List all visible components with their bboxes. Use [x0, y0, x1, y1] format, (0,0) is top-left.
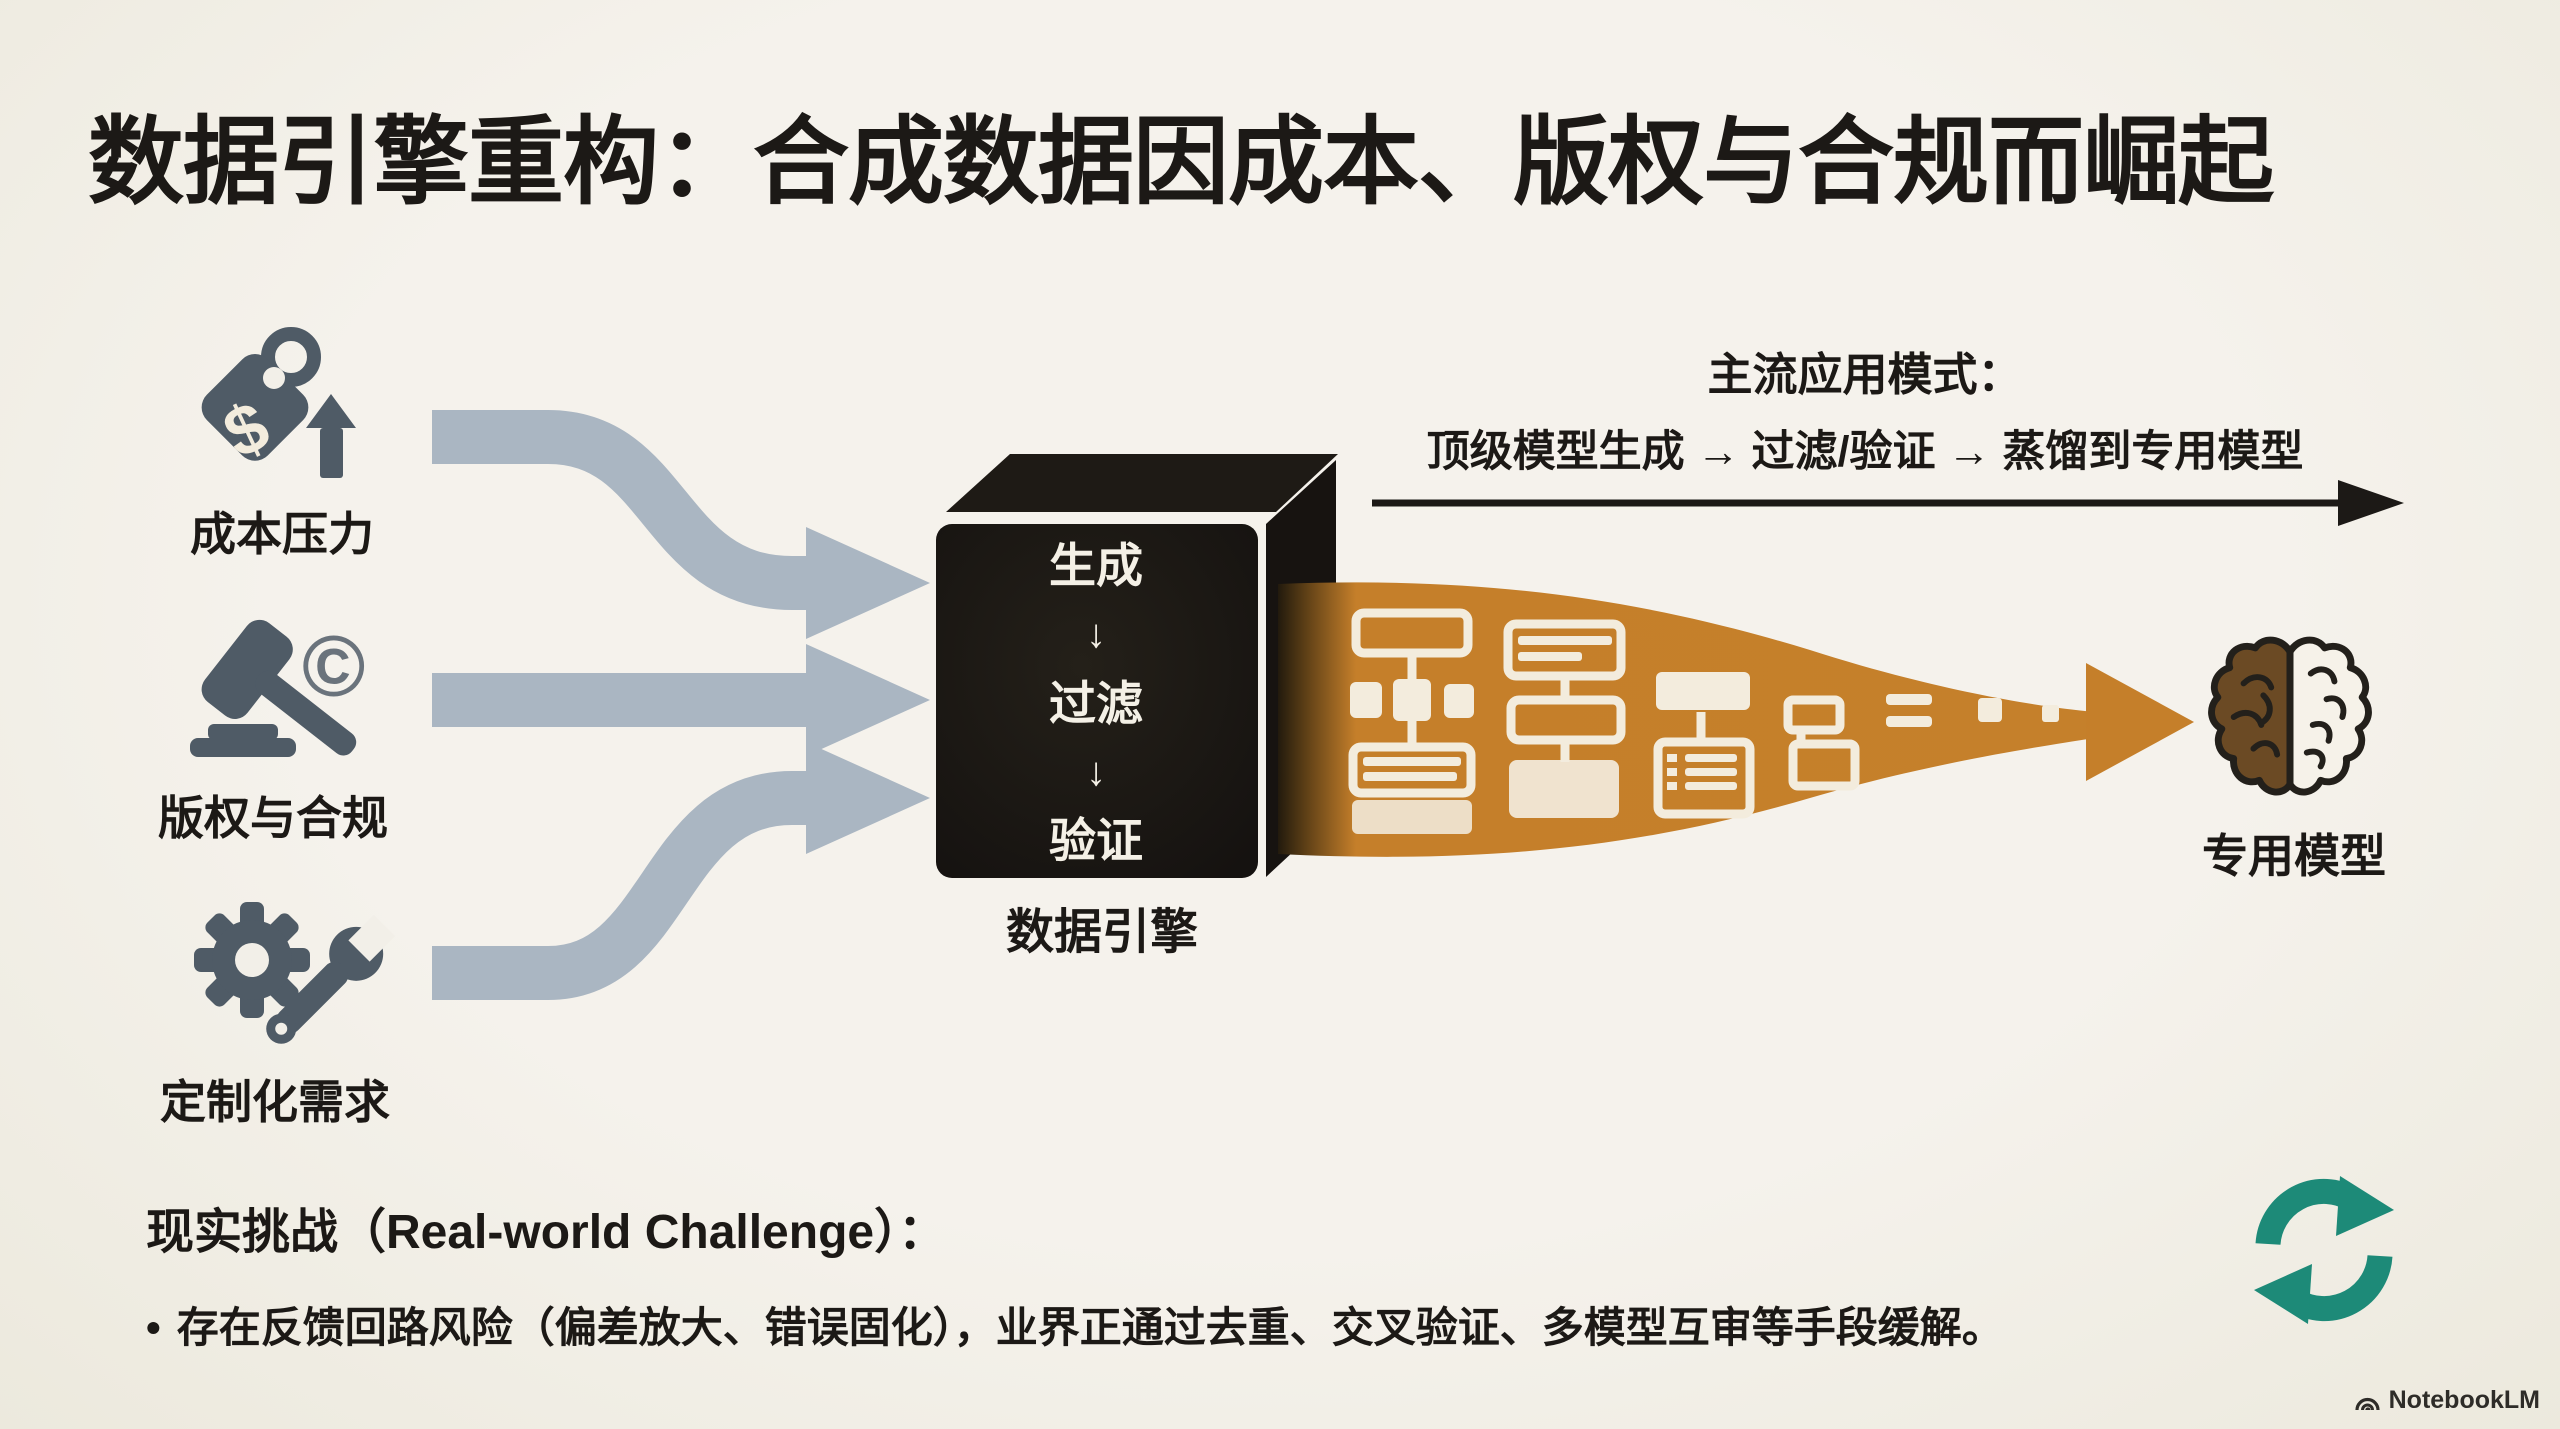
- refresh-cycle-icon: [2254, 1176, 2394, 1324]
- brand-name: NotebookLM: [2388, 1386, 2540, 1414]
- input-label-custom: 定制化需求: [160, 1076, 390, 1128]
- page-title: 数据引擎重构：合成数据因成本、版权与合规而崛起: [88, 109, 2274, 216]
- engine-step-filter: 过滤: [1049, 676, 1143, 730]
- price-tag-up-icon: $: [201, 327, 356, 478]
- engine-step-validate: 验证: [1049, 814, 1143, 867]
- input-arrows: [432, 410, 810, 1000]
- input-arrowheads: [806, 527, 930, 854]
- down-arrow-icon: ↓: [1086, 749, 1106, 794]
- output-label: 专用模型: [2202, 830, 2386, 882]
- synthetic-data-flow: [1278, 582, 2194, 857]
- pattern-heading: 主流应用模式：: [1707, 349, 2023, 400]
- gear: [194, 902, 310, 1018]
- pattern-arrow: [1372, 480, 2404, 526]
- pattern-block: 主流应用模式： 顶级模型生成 → 过滤/验证 → 蒸馏到专用模型: [1360, 338, 2370, 479]
- funnel-arrowhead: [2086, 663, 2194, 781]
- arrow-cost: [432, 410, 810, 610]
- wrench: [266, 914, 396, 1044]
- cube-front-face: [936, 524, 1258, 878]
- gavel-copyright-icon: ©: [190, 619, 365, 757]
- brain-right-half: [2286, 636, 2372, 796]
- flowchart-glyphs: [1348, 608, 2059, 834]
- notebooklm-logo-icon: [2355, 1397, 2380, 1410]
- engine-label: 数据引擎: [1005, 906, 1198, 959]
- pattern-flow: 顶级模型生成 → 过滤/验证 → 蒸馏到专用模型: [1426, 428, 2304, 476]
- input-label-copyright: 版权与合规: [158, 792, 388, 844]
- gear-wrench-icon: [194, 902, 396, 1044]
- cube-top-face: [946, 454, 1338, 512]
- copyright-glyph: ©: [302, 619, 365, 715]
- engine-steps: 生成 ↓ 过滤 ↓ 验证: [946, 542, 1246, 864]
- challenge-bullet-text: 存在反馈回路风险（偏差放大、错误固化），业界正通过去重、交叉验证、多模型互审等手…: [176, 1304, 2004, 1351]
- engine-step-generate: 生成: [1049, 539, 1143, 592]
- challenge-block: 现实挑战（Real-world Challenge）： • 存在反馈回路风险（偏…: [146, 1192, 2004, 1352]
- funnel-body: [1278, 582, 2094, 857]
- footer-brand: NotebookLM: [2354, 1386, 2540, 1415]
- brain-icon: [2208, 636, 2372, 796]
- bullet-marker: •: [146, 1304, 161, 1351]
- input-label-cost: 成本压力: [190, 508, 374, 560]
- down-arrow-icon: ↓: [1086, 612, 1106, 657]
- challenge-heading: 现实挑战（Real-world Challenge）：: [146, 1206, 947, 1259]
- arrow-custom: [432, 771, 810, 1000]
